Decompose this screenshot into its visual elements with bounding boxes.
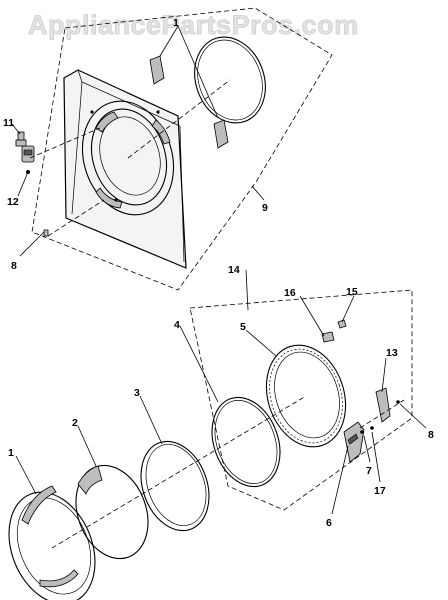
screw-8-right — [396, 400, 400, 404]
screw-17 — [370, 426, 374, 430]
door-outer-cover — [8, 485, 96, 600]
callout-9: 9 — [262, 202, 268, 214]
callout-5: 5 — [240, 321, 246, 333]
door-glass-ring — [140, 440, 210, 532]
hinge-bracket-upper — [149, 55, 165, 85]
latch-bracket — [321, 331, 335, 343]
callout-16: 16 — [284, 287, 296, 299]
callout-11: 11 — [3, 117, 14, 129]
door-gasket-ring — [211, 396, 281, 488]
callout-1-bottom: 1 — [8, 447, 14, 459]
door-inner-trim — [75, 464, 149, 560]
lock-actuator — [15, 131, 27, 147]
door-lock-switch — [21, 145, 35, 163]
callout-12: 12 — [7, 196, 19, 208]
callout-13: 13 — [386, 347, 398, 359]
callout-8-top: 8 — [11, 260, 17, 272]
front-panel — [63, 69, 187, 269]
door-assembly-boundary — [189, 289, 413, 511]
callout-6: 6 — [326, 517, 332, 529]
bellow-ring-top — [194, 36, 266, 124]
screw-8-top — [43, 229, 49, 237]
callout-14: 14 — [228, 264, 240, 276]
callout-8-right: 8 — [428, 429, 434, 441]
hinge-bracket-lower — [213, 119, 229, 149]
callout-3: 3 — [134, 387, 140, 399]
callout-2: 2 — [72, 417, 78, 429]
callout-7: 7 — [366, 465, 372, 477]
screw-7 — [360, 430, 364, 434]
callout-15: 15 — [346, 286, 358, 298]
door-hinge — [343, 421, 365, 463]
callout-4: 4 — [174, 319, 180, 331]
callout-17: 17 — [374, 485, 386, 497]
callout-1-top: 1 — [173, 17, 179, 29]
door-frame — [265, 344, 347, 448]
door-handle — [375, 387, 391, 423]
latch-hook — [337, 319, 347, 329]
